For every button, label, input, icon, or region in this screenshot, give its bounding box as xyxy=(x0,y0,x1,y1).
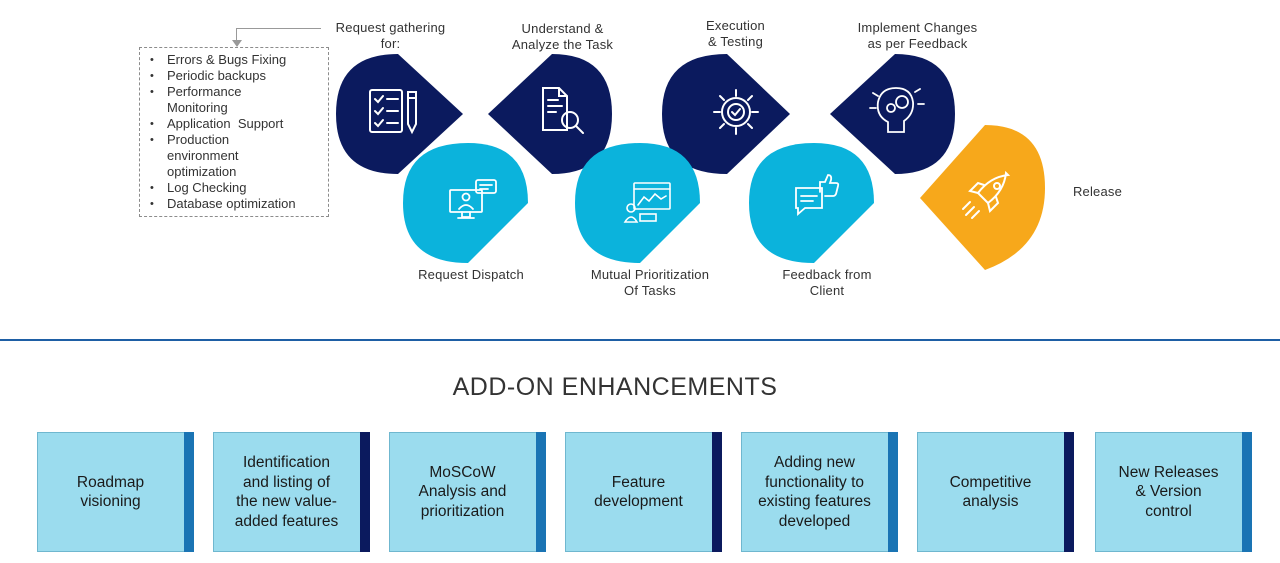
card-accent-bar xyxy=(360,432,370,552)
connector-arrowhead xyxy=(232,40,242,47)
connector-line xyxy=(236,28,321,44)
enhancement-card: Feature development xyxy=(565,432,722,552)
task-item: Performance Monitoring xyxy=(148,84,324,116)
step-feedback xyxy=(749,143,874,263)
label-implement: Implement Changes as per Feedback xyxy=(857,20,978,51)
task-item: Database optimization xyxy=(148,196,324,212)
card-text: Feature development xyxy=(594,473,683,511)
card-text: New Releases & Version control xyxy=(1118,463,1219,520)
enhancement-card: Adding new functionality to existing fea… xyxy=(741,432,898,552)
monitor-chat-icon xyxy=(449,179,497,219)
card-text: Identification and listing of the new va… xyxy=(234,454,339,530)
task-item: Errors & Bugs Fixing xyxy=(148,52,324,68)
card-accent-bar xyxy=(536,432,546,552)
card-accent-bar xyxy=(184,432,194,552)
step-request-dispatch xyxy=(403,143,528,263)
task-item: Log Checking xyxy=(148,180,324,196)
step-release xyxy=(920,125,1045,270)
task-item: Periodic backups xyxy=(148,68,324,84)
card-text: Competitive analysis xyxy=(949,473,1032,511)
enhancement-card: Roadmap visioning xyxy=(37,432,194,552)
card-accent-bar xyxy=(1064,432,1074,552)
card-accent-bar xyxy=(1242,432,1252,552)
section-title: ADD-ON ENHANCEMENTS xyxy=(452,373,778,401)
card-accent-bar xyxy=(888,432,898,552)
process-flow xyxy=(336,54,1045,270)
task-item: Production environment optimization xyxy=(148,132,324,180)
card-text: Adding new functionality to existing fea… xyxy=(758,454,871,530)
rocket-icon xyxy=(962,170,1011,219)
label-release: Release xyxy=(1072,184,1123,199)
step-implement xyxy=(830,54,955,174)
label-mutual-prioritization: Mutual Prioritization Of Tasks xyxy=(590,267,710,298)
checklist-pencil-icon xyxy=(369,89,417,135)
enhancement-card: Identification and listing of the new va… xyxy=(213,432,370,552)
card-text: MoSCoW Analysis and prioritization xyxy=(418,463,507,520)
document-search-icon xyxy=(542,87,584,134)
gear-check-icon xyxy=(713,89,759,135)
step-mutual-prioritization xyxy=(575,143,700,263)
card-text: Roadmap visioning xyxy=(76,473,145,511)
label-request-dispatch: Request Dispatch xyxy=(418,267,524,282)
enhancement-card: Competitive analysis xyxy=(917,432,1074,552)
chat-thumbs-up-icon xyxy=(795,174,840,216)
task-item: Application Support xyxy=(148,116,324,132)
enhancement-card: MoSCoW Analysis and prioritization xyxy=(389,432,546,552)
step-understand xyxy=(488,54,612,174)
label-understand: Understand & Analyze the Task xyxy=(511,21,614,52)
enhancement-card: New Releases & Version control xyxy=(1095,432,1252,552)
step-request-gathering xyxy=(336,54,463,174)
head-gears-icon xyxy=(869,87,925,133)
label-execution: Execution & Testing xyxy=(706,18,765,49)
section-divider xyxy=(0,339,1280,341)
support-task-list: Errors & Bugs Fixing Periodic backups Pe… xyxy=(139,47,329,217)
card-accent-bar xyxy=(712,432,722,552)
step-execution xyxy=(662,54,790,174)
dashboard-chart-icon xyxy=(623,182,671,223)
label-request-gathering: Request gathering for: xyxy=(335,20,446,51)
label-feedback: Feedback from Client xyxy=(782,267,872,298)
